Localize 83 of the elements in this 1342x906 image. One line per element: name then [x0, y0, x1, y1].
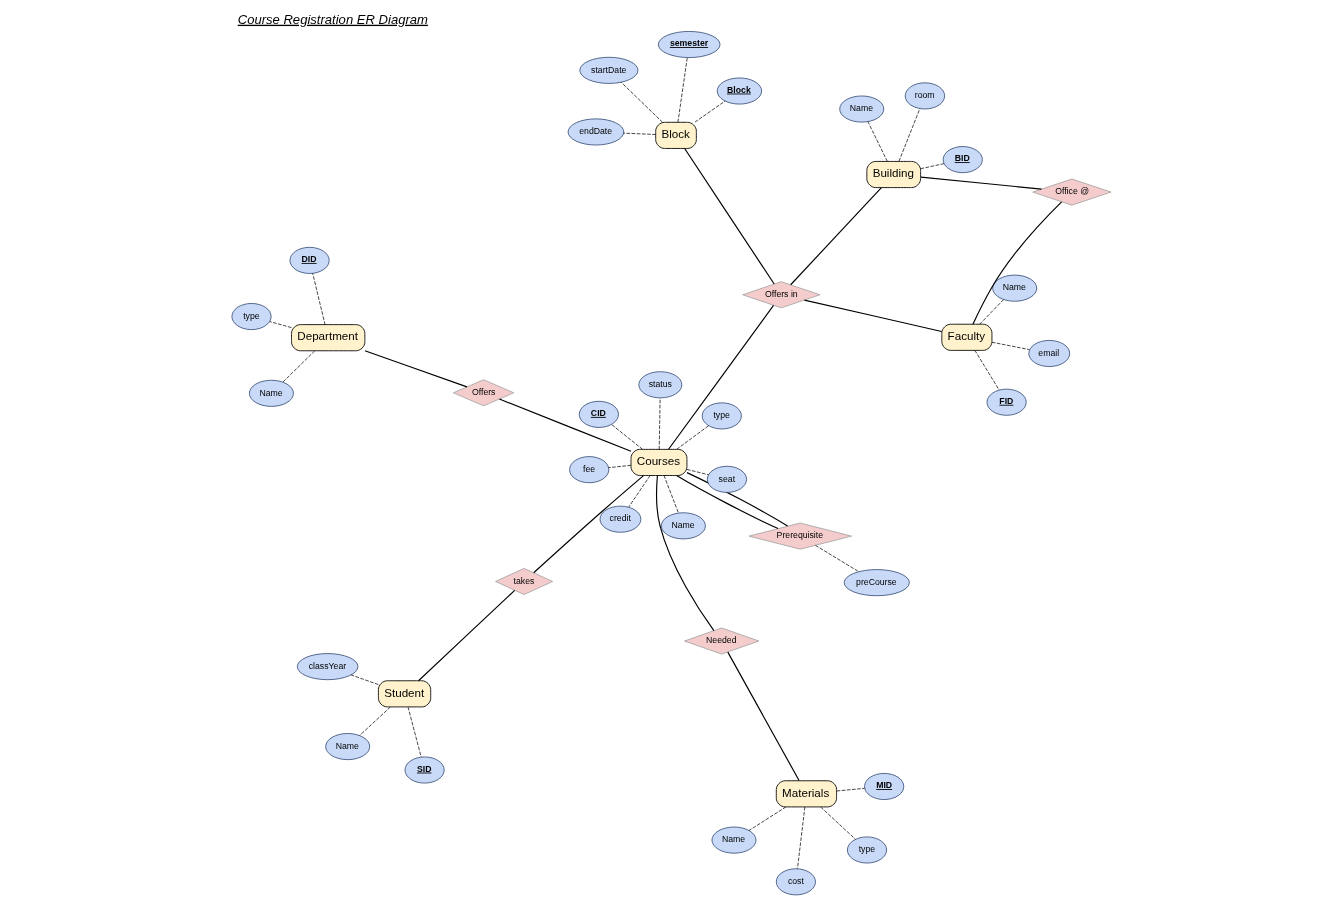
node-ellipse: cost: [775, 868, 816, 896]
node-box: Block: [654, 121, 697, 149]
node-diamond: Offers: [452, 379, 514, 407]
connector: [991, 341, 1030, 350]
connector: [835, 787, 865, 792]
connector: [677, 57, 688, 123]
node-ellipse: fee: [568, 456, 609, 484]
node-ellipse: type: [231, 303, 271, 330]
connector: [796, 806, 805, 869]
connector: [407, 706, 421, 758]
node-ellipse: BID: [942, 146, 983, 174]
connector: [974, 350, 999, 391]
connector: [532, 475, 644, 574]
node-box: Materials: [775, 780, 837, 808]
connector: [620, 82, 663, 123]
connector: [683, 148, 775, 285]
node-ellipse: Name: [660, 512, 706, 540]
connector: [627, 475, 650, 508]
diagram-title: Course Registration ER Diagram: [237, 11, 428, 27]
connector: [789, 187, 882, 286]
connector: [610, 424, 643, 450]
connector: [607, 464, 631, 468]
node-ellipse: MID: [863, 773, 904, 800]
connector: [350, 674, 379, 685]
connector: [655, 475, 714, 632]
connector: [748, 806, 786, 831]
node-ellipse: seat: [706, 465, 747, 493]
connector: [498, 398, 632, 452]
connector: [675, 425, 709, 450]
connector: [622, 132, 656, 135]
connector: [694, 100, 725, 123]
node-box: Building: [865, 161, 921, 188]
node-ellipse: Block: [716, 77, 762, 105]
connector: [686, 469, 709, 476]
connector: [919, 163, 944, 170]
node-ellipse: type: [846, 836, 887, 864]
node-ellipse: Name: [248, 379, 294, 407]
node-ellipse: Name: [838, 95, 884, 123]
connector: [898, 108, 920, 162]
connector: [675, 474, 779, 530]
connector: [417, 589, 515, 682]
connector: [311, 272, 325, 325]
connector: [358, 706, 391, 736]
node-box: Student: [377, 680, 431, 708]
connector: [803, 299, 942, 333]
node-diamond: Needed: [683, 627, 759, 655]
node-ellipse: DID: [289, 246, 330, 274]
node-diamond: takes: [494, 568, 553, 595]
node-ellipse: room: [904, 82, 945, 110]
node-ellipse: email: [1027, 340, 1070, 367]
node-ellipse: preCourse: [843, 569, 910, 597]
connector: [363, 350, 468, 388]
node-ellipse: SID: [404, 756, 445, 784]
node-ellipse: Name: [991, 274, 1037, 302]
node-diamond: Prerequisite: [748, 522, 852, 550]
connector: [919, 176, 1042, 190]
node-ellipse: semester: [657, 31, 720, 58]
node-ellipse: endDate: [567, 118, 624, 146]
node-ellipse: FID: [986, 388, 1027, 416]
connector: [726, 651, 800, 782]
connector: [814, 545, 859, 573]
node-ellipse: type: [701, 402, 742, 430]
connector: [867, 121, 888, 162]
node-ellipse: CID: [578, 400, 619, 428]
connector: [658, 397, 660, 450]
node-ellipse: classYear: [296, 653, 358, 681]
node-ellipse: Name: [711, 826, 756, 854]
node-box: Courses: [630, 448, 687, 476]
node-ellipse: startDate: [578, 56, 638, 84]
connector: [663, 475, 679, 514]
connector: [282, 350, 315, 383]
connector: [971, 201, 1062, 325]
node-ellipse: status: [637, 371, 682, 399]
node-ellipse: credit: [599, 505, 641, 533]
node-box: Faculty: [940, 323, 992, 351]
node-ellipse: Name: [324, 733, 370, 760]
connector: [819, 806, 856, 840]
node-diamond: Offers in: [741, 281, 820, 309]
connector: [268, 321, 292, 328]
node-diamond: Office @: [1031, 178, 1111, 206]
connector: [978, 299, 1004, 325]
connector: [667, 304, 774, 450]
node-box: Department: [290, 324, 365, 352]
